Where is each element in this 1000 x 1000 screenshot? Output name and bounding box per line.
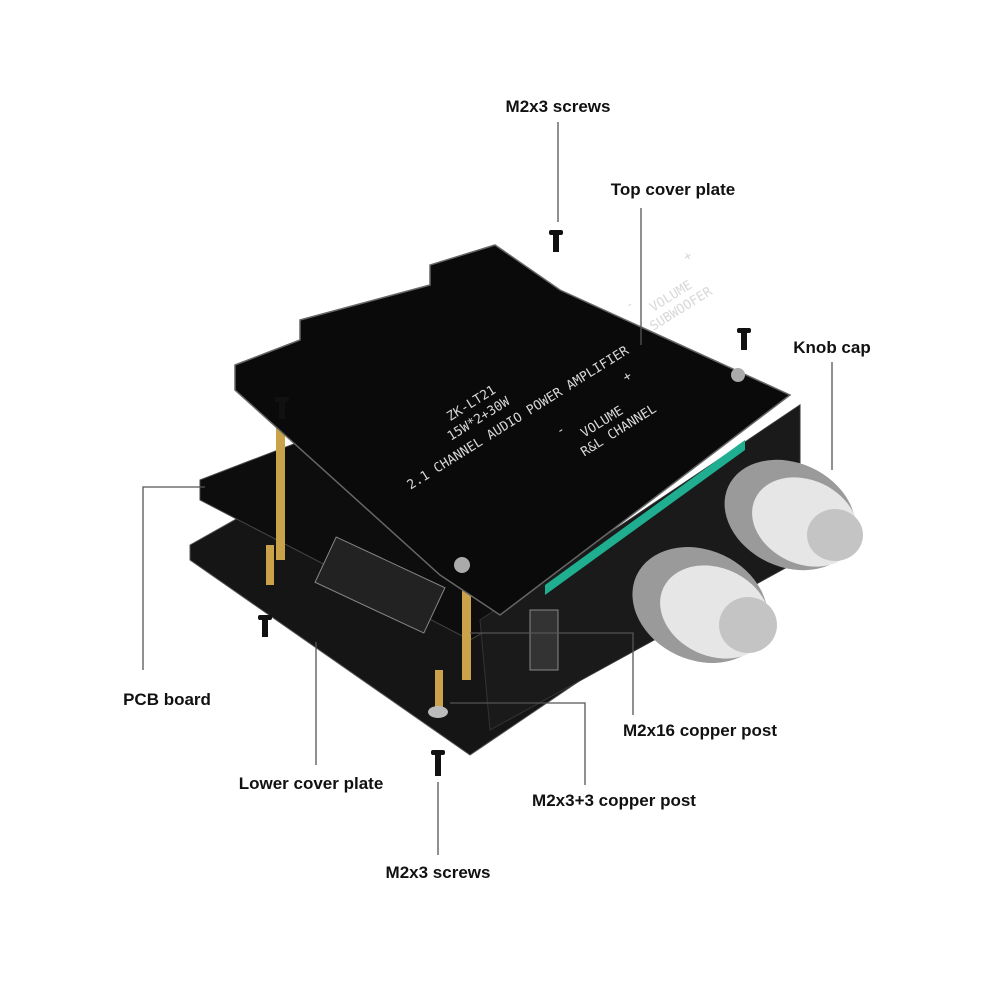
silk-minus-sub: - [622,297,637,314]
green-strip [545,440,745,595]
usb-port [529,609,559,671]
knob-rl [632,547,777,663]
knob-subwoofer [724,459,863,571]
copper-post [462,560,471,680]
label-copper-post-3-3: M2x3+3 copper post [532,791,696,810]
screw-icon [431,750,445,776]
post-washer [428,706,448,718]
top-cover-plate [234,244,792,616]
copper-post [276,420,285,560]
silk-plus-sub: + [681,248,696,265]
label-lower-cover-plate: Lower cover plate [238,774,384,793]
label-pcb-board: PCB board [123,690,211,709]
screw-icon [258,615,272,637]
screw-head [454,557,470,573]
label-top-cover-plate: Top cover plate [610,180,736,199]
label-knob-cap: Knob cap [793,338,871,357]
screw-head [731,368,745,382]
screw-icon [737,328,751,350]
copper-post-short [435,670,443,710]
label-screws-bottom: M2x3 screws [385,863,491,882]
bluetooth-module [314,536,446,634]
screw-icon [275,397,289,419]
label-copper-post-16: M2x16 copper post [623,721,777,740]
leader-lines [142,122,833,855]
label-screws-top: M2x3 screws [505,97,611,116]
copper-post-short [266,545,274,585]
screw-icon [549,230,563,252]
